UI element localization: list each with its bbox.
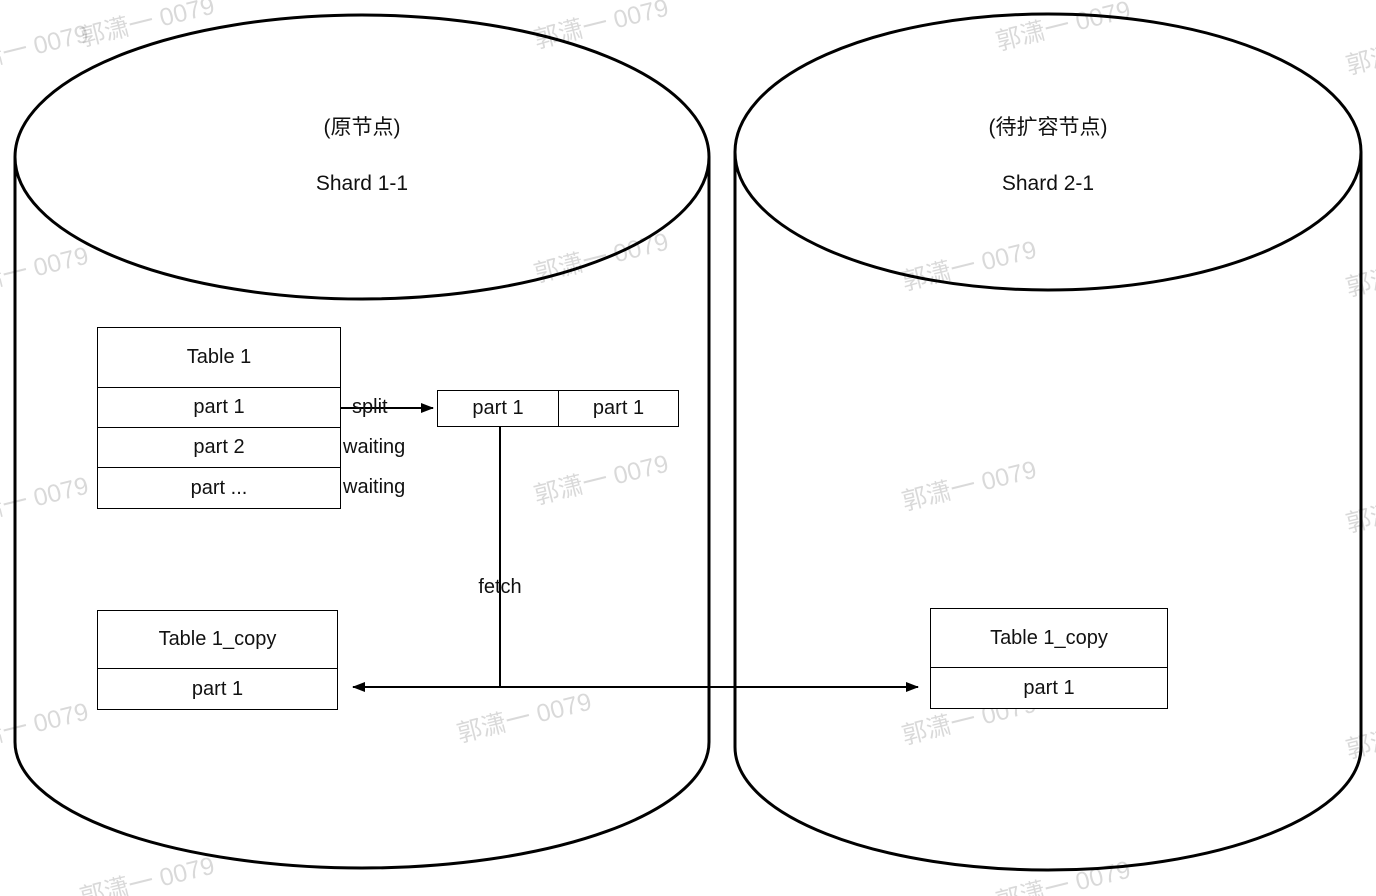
table-1-row-part2: part 2 <box>98 428 340 468</box>
waiting-label-part2: waiting <box>343 436 406 458</box>
split-label: split <box>352 396 388 418</box>
right-cylinder-top <box>733 12 1363 292</box>
left-shard-title: Shard 1-1 <box>315 172 409 195</box>
table-1-copy-left: Table 1_copy part 1 <box>97 610 338 710</box>
waiting-label-part-rest: waiting <box>343 476 406 498</box>
table-1-row-part1: part 1 <box>98 388 340 428</box>
left-cylinder-top <box>13 13 711 301</box>
table-1-copy-right-row-part1: part 1 <box>1023 676 1075 699</box>
left-shard-subtitle: (原节点) <box>323 116 401 139</box>
table-1: Table 1 part 1 part 2 part ... <box>97 327 341 509</box>
table-1-header: Table 1 <box>98 328 340 388</box>
split-result-cell-1: part 1 <box>472 397 524 419</box>
table-1-copy-left-row-part1: part 1 <box>191 677 244 700</box>
table-1-copy-right-header: Table 1_copy <box>931 609 1167 668</box>
split-result-cell-2: part 1 <box>558 391 678 426</box>
table-1-copy-right: Table 1_copy part 1 <box>930 608 1168 709</box>
right-shard-title: Shard 2-1 <box>1001 172 1095 195</box>
table-1-copy-left-header: Table 1_copy <box>98 611 337 669</box>
split-result-box: part 1 part 1 <box>437 390 679 427</box>
right-shard-subtitle: (待扩容节点) <box>988 116 1108 139</box>
fetch-label: fetch <box>478 576 522 598</box>
table-1-row-part-rest: part ... <box>190 476 248 499</box>
